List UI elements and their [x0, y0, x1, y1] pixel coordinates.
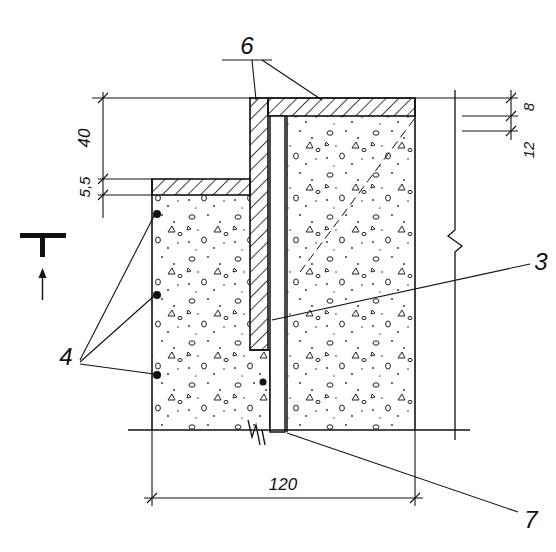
dimension-value: 8: [521, 103, 536, 111]
callout-number: 3: [534, 250, 547, 274]
dimension-value: 12: [521, 142, 536, 159]
dimension-value: 40: [76, 129, 93, 148]
gap-seal: [270, 116, 287, 432]
insulation-strip: [250, 98, 268, 350]
leader-lines: [80, 60, 530, 512]
callout-number: 6: [240, 34, 253, 58]
callout-number: 7: [524, 508, 537, 532]
callout-number: 4: [59, 345, 72, 369]
section-mark: [20, 233, 66, 300]
dimension-lines: [92, 90, 518, 506]
rebar-dots: [153, 210, 267, 386]
dimension-value: 5,5: [77, 177, 92, 198]
right-break: [448, 90, 462, 440]
bottom-break: [128, 420, 470, 445]
dimension-value: 120: [269, 476, 297, 493]
right-panel: [268, 98, 415, 430]
